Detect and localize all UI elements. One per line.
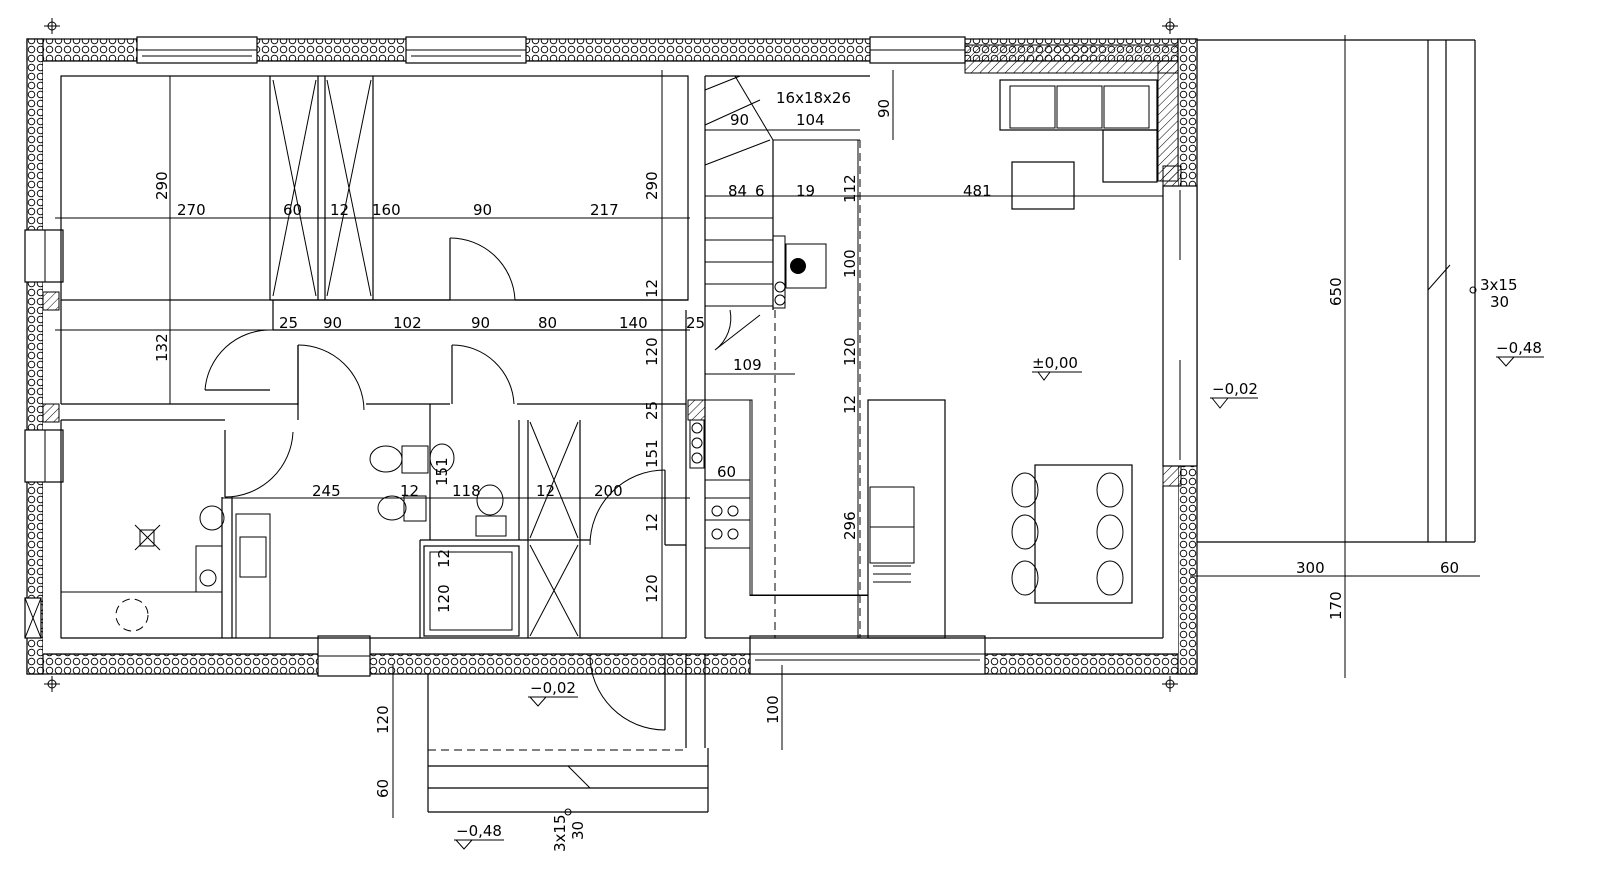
dim-25-c: 25 — [643, 401, 661, 420]
dim-90-b: 90 — [323, 314, 342, 332]
steps-front-count: 3x15 — [551, 814, 569, 852]
dim-12-c: 12 — [400, 482, 419, 500]
dim-120-c: 120 — [435, 584, 453, 613]
dim-90: 90 — [473, 201, 492, 219]
dim-112: 112 — [841, 174, 859, 203]
corner-markers — [44, 18, 1178, 692]
exterior-walls — [26, 38, 1198, 675]
dimension-labels: 270 60 12 160 90 217 290 290 132 12 25 9… — [153, 89, 1459, 798]
steps-right-count: 3x15 — [1480, 276, 1518, 294]
dim-151-a: 151 — [643, 439, 661, 468]
dim-60-d: 60 — [374, 779, 392, 798]
dim-60-b: 60 — [717, 463, 736, 481]
dim-296: 296 — [841, 511, 859, 540]
dim-300: 300 — [1296, 559, 1325, 577]
dim-84: 84 — [728, 182, 747, 200]
dim-12-f: 12 — [435, 549, 453, 568]
furniture — [60, 79, 1158, 639]
dim-120-a: 120 — [643, 337, 661, 366]
level-terrace: −0,02 — [1212, 380, 1258, 398]
dim-120-d: 120 — [841, 337, 859, 366]
dim-650: 650 — [1327, 277, 1345, 306]
doors — [204, 237, 761, 731]
level-ground-front: −0,48 — [456, 822, 502, 840]
dim-140: 140 — [619, 314, 648, 332]
dim-25-a: 25 — [279, 314, 298, 332]
dim-120-b: 120 — [643, 574, 661, 603]
level-markers — [454, 286, 1544, 850]
dim-270: 270 — [177, 201, 206, 219]
staircase — [704, 75, 860, 310]
dim-120-e: 120 — [374, 705, 392, 734]
dim-481: 481 — [963, 182, 992, 200]
terrace — [427, 39, 1476, 813]
dim-100-a: 100 — [841, 249, 859, 278]
dim-90-d: 90 — [730, 111, 749, 129]
dim-160: 160 — [372, 201, 401, 219]
dim-170: 170 — [1327, 591, 1345, 620]
dim-151-b: 151 — [433, 457, 451, 486]
dim-90-e: 90 — [875, 99, 893, 118]
dim-200: 200 — [594, 482, 623, 500]
dim-60: 60 — [283, 201, 302, 219]
dim-104: 104 — [796, 111, 825, 129]
level-entrance: −0,02 — [530, 679, 576, 697]
dim-19: 19 — [796, 182, 815, 200]
wardrobes — [272, 79, 579, 637]
dim-245: 245 — [312, 482, 341, 500]
dim-25-b: 25 — [686, 314, 705, 332]
dim-12-e: 12 — [643, 513, 661, 532]
dim-12-g: 12 — [841, 395, 859, 414]
steps-front-depth: 30 — [569, 821, 587, 840]
dim-118: 118 — [452, 482, 481, 500]
dim-102: 102 — [393, 314, 422, 332]
dim-6: 6 — [755, 182, 765, 200]
dim-90-c: 90 — [471, 314, 490, 332]
dim-12-d: 12 — [536, 482, 555, 500]
dim-132: 132 — [153, 333, 171, 362]
dim-100-b: 100 — [764, 695, 782, 724]
steps-right-depth: 30 — [1490, 293, 1509, 311]
dim-290-right: 290 — [643, 171, 661, 200]
windows — [24, 36, 1198, 677]
dim-217: 217 — [590, 201, 619, 219]
stair-spec: 16x18x26 — [776, 89, 851, 107]
dimension-lines — [55, 35, 1480, 818]
dim-80: 80 — [538, 314, 557, 332]
level-labels: ±0,00 −0,02 −0,02 −0,48 −0,48 3x15 30 3x… — [456, 276, 1542, 852]
dim-60-c: 60 — [1440, 559, 1459, 577]
dim-109: 109 — [733, 356, 762, 374]
dim-12-b: 12 — [643, 279, 661, 298]
dim-12: 12 — [330, 201, 349, 219]
dim-290-left: 290 — [153, 171, 171, 200]
level-ground-right: −0,48 — [1496, 339, 1542, 357]
level-main-floor: ±0,00 — [1032, 354, 1078, 372]
